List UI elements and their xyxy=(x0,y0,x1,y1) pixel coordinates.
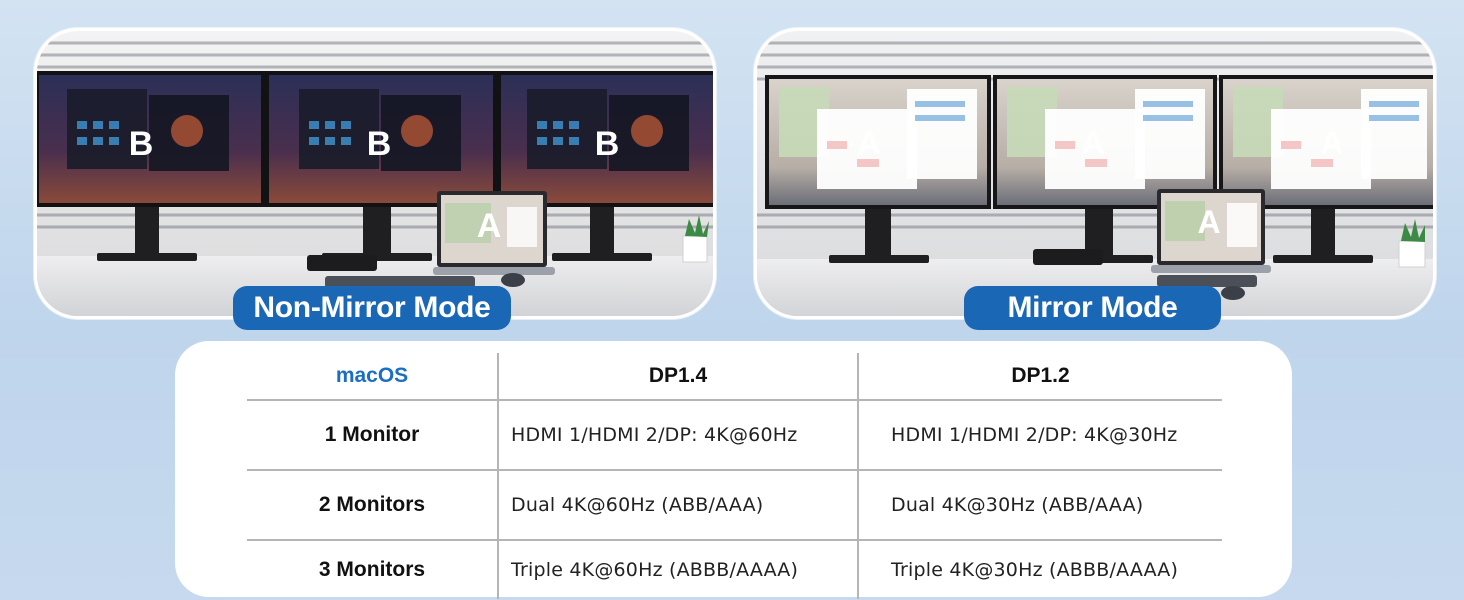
screen-letter-left: A xyxy=(857,125,880,161)
non-mirror-scene: B B B A xyxy=(37,31,713,316)
row-label: 1 Monitor xyxy=(247,400,498,471)
screen-letter-center: A xyxy=(1081,125,1104,161)
screen-letter-right: B xyxy=(595,125,620,163)
plant xyxy=(1398,219,1426,268)
header-macos: macOS xyxy=(247,353,498,401)
mirror-mode-badge: Mirror Mode xyxy=(964,286,1221,330)
header-dp14: DP1.4 xyxy=(497,353,858,401)
monitor-right xyxy=(1219,75,1433,209)
docking-station xyxy=(1033,249,1103,265)
laptop-letter: A xyxy=(477,207,502,245)
resolution-table: macOS DP1.4 DP1.2 1 Monitor HDMI 1/HDMI … xyxy=(247,353,1222,599)
table-header-row: macOS DP1.4 DP1.2 xyxy=(247,353,1222,401)
cell-dp14: Dual 4K@60Hz (ABB/AAA) xyxy=(497,470,858,541)
mirror-scene: A A A A xyxy=(757,31,1433,316)
monitor-center xyxy=(993,75,1217,209)
monitor-center xyxy=(265,71,497,207)
screen-letter-center: B xyxy=(367,125,392,163)
cell-dp14: Triple 4K@60Hz (ABBB/AAAA) xyxy=(497,540,858,599)
cell-dp14: HDMI 1/HDMI 2/DP: 4K@60Hz xyxy=(497,400,858,471)
non-mirror-mode-badge: Non-Mirror Mode xyxy=(233,286,511,330)
docking-station xyxy=(307,255,377,271)
laptop xyxy=(433,191,555,275)
monitor-right xyxy=(497,71,713,207)
mouse xyxy=(501,273,525,287)
row-label: 2 Monitors xyxy=(247,470,498,541)
keyboard xyxy=(325,276,475,288)
table-row: 1 Monitor HDMI 1/HDMI 2/DP: 4K@60Hz HDMI… xyxy=(247,400,1222,471)
keyboard xyxy=(1157,275,1257,287)
cell-dp12: Dual 4K@30Hz (ABB/AAA) xyxy=(857,470,1222,541)
cell-dp12: HDMI 1/HDMI 2/DP: 4K@30Hz xyxy=(857,400,1222,471)
screen-letter-left: B xyxy=(129,125,154,163)
cell-dp12: Triple 4K@30Hz (ABBB/AAAA) xyxy=(857,540,1222,599)
non-mirror-photo: B B B A xyxy=(34,28,716,319)
plant xyxy=(682,215,709,263)
mouse xyxy=(1221,286,1245,300)
table-row: 3 Monitors Triple 4K@60Hz (ABBB/AAAA) Tr… xyxy=(247,540,1222,599)
screen-letter-right: A xyxy=(1320,125,1343,161)
header-dp12: DP1.2 xyxy=(857,353,1222,401)
monitor-left xyxy=(37,71,265,207)
table-row: 2 Monitors Dual 4K@60Hz (ABB/AAA) Dual 4… xyxy=(247,470,1222,541)
mirror-photo: A A A A xyxy=(754,28,1436,319)
row-label: 3 Monitors xyxy=(318,558,426,581)
laptop-letter: A xyxy=(1197,204,1220,240)
resolution-spec-card: macOS DP1.4 DP1.2 1 Monitor HDMI 1/HDMI … xyxy=(175,341,1292,599)
laptop xyxy=(1151,189,1271,273)
